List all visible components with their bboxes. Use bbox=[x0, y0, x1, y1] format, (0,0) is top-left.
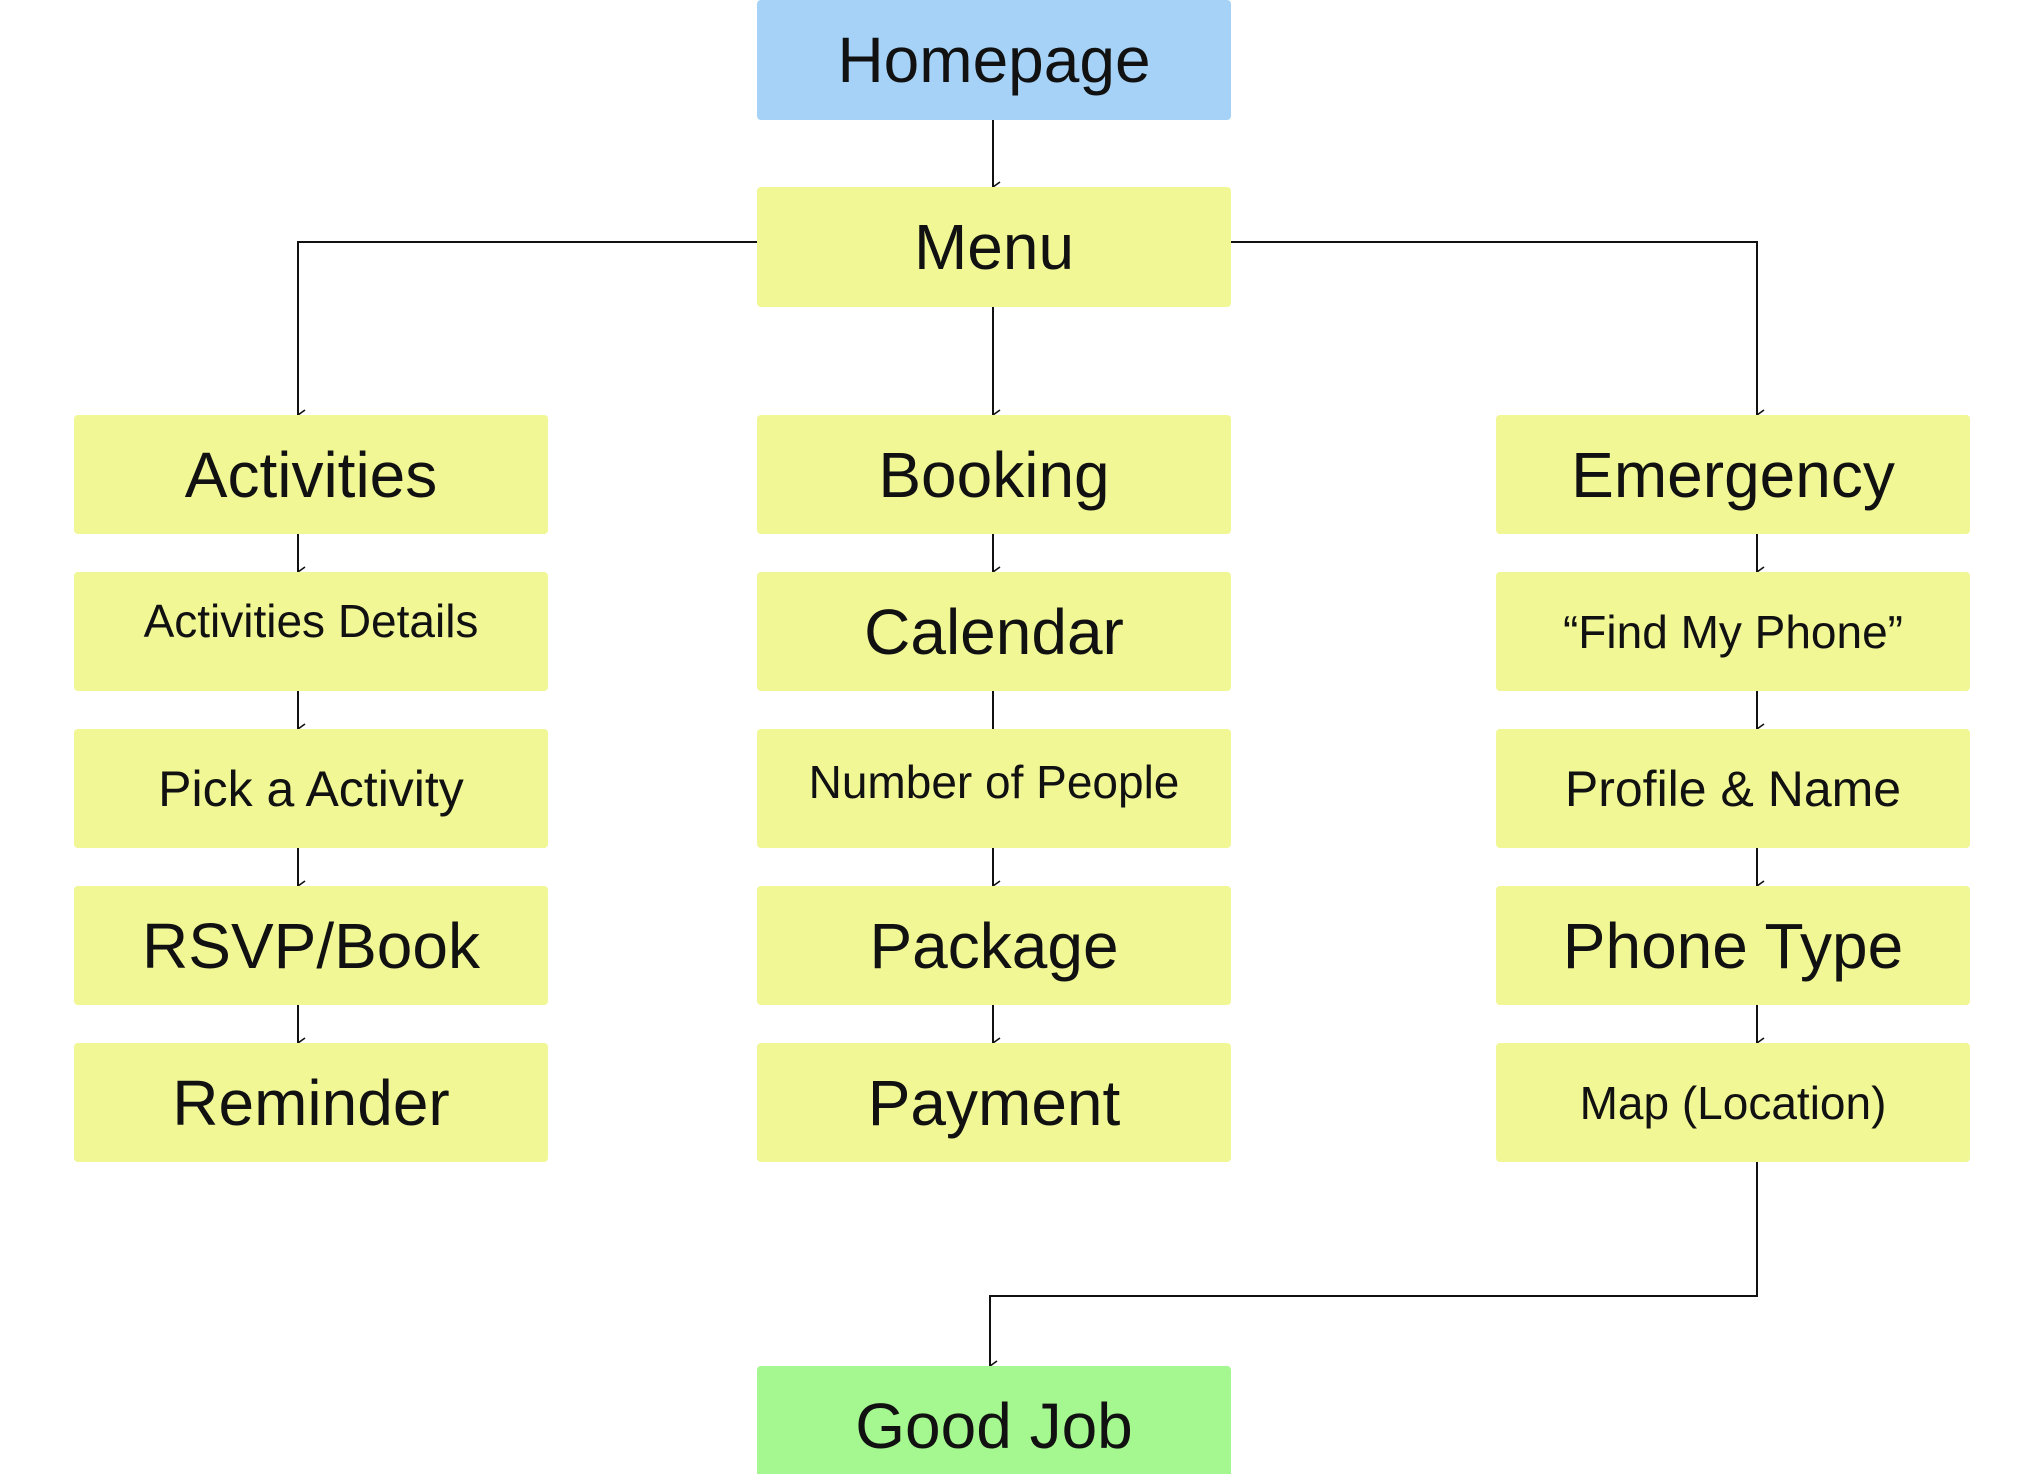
node-map-location-label: Map (Location) bbox=[1579, 1076, 1887, 1129]
node-emergency-label: Emergency bbox=[1571, 438, 1895, 511]
node-booking-label: Booking bbox=[878, 438, 1110, 511]
node-package-label: Package bbox=[869, 909, 1119, 982]
node-payment-label: Payment bbox=[867, 1066, 1121, 1139]
node-calendar: Calendar bbox=[757, 572, 1231, 691]
node-activities: Activities bbox=[74, 415, 548, 534]
node-phone-type: Phone Type bbox=[1496, 886, 1970, 1005]
node-homepage: Homepage bbox=[757, 0, 1231, 120]
node-pick-activity: Pick a Activity bbox=[74, 729, 548, 848]
node-number-of-people: Number of People bbox=[757, 729, 1231, 848]
node-profile-name-label: Profile & Name bbox=[1564, 760, 1902, 817]
node-menu: Menu bbox=[757, 187, 1231, 307]
node-activities-details-label: Activities Details bbox=[143, 595, 479, 647]
node-emergency: Emergency bbox=[1496, 415, 1970, 534]
node-calendar-label: Calendar bbox=[864, 595, 1124, 668]
node-homepage-label: Homepage bbox=[837, 24, 1151, 96]
node-good-job: Good Job bbox=[757, 1366, 1231, 1474]
node-number-of-people-label: Number of People bbox=[808, 756, 1180, 808]
node-reminder: Reminder bbox=[74, 1043, 548, 1162]
node-package: Package bbox=[757, 886, 1231, 1005]
node-rsvp-book-label: RSVP/Book bbox=[142, 909, 480, 982]
node-find-my-phone: “Find My Phone” bbox=[1496, 572, 1970, 691]
edge-map-goodjob bbox=[989, 1162, 1758, 1366]
node-map-location: Map (Location) bbox=[1496, 1043, 1970, 1162]
node-payment: Payment bbox=[757, 1043, 1231, 1162]
node-activities-details: Activities Details bbox=[74, 572, 548, 691]
node-reminder-label: Reminder bbox=[172, 1066, 450, 1139]
edge-menu-activities bbox=[297, 241, 757, 415]
node-booking: Booking bbox=[757, 415, 1231, 534]
node-good-job-label: Good Job bbox=[855, 1389, 1133, 1462]
node-activities-label: Activities bbox=[184, 438, 438, 511]
node-menu-label: Menu bbox=[913, 211, 1075, 283]
node-pick-activity-label: Pick a Activity bbox=[158, 760, 464, 817]
node-find-my-phone-label: “Find My Phone” bbox=[1562, 605, 1903, 658]
node-phone-type-label: Phone Type bbox=[1562, 909, 1904, 982]
node-rsvp-book: RSVP/Book bbox=[74, 886, 548, 1005]
node-profile-name: Profile & Name bbox=[1496, 729, 1970, 848]
edge-menu-emergency bbox=[1231, 241, 1757, 415]
